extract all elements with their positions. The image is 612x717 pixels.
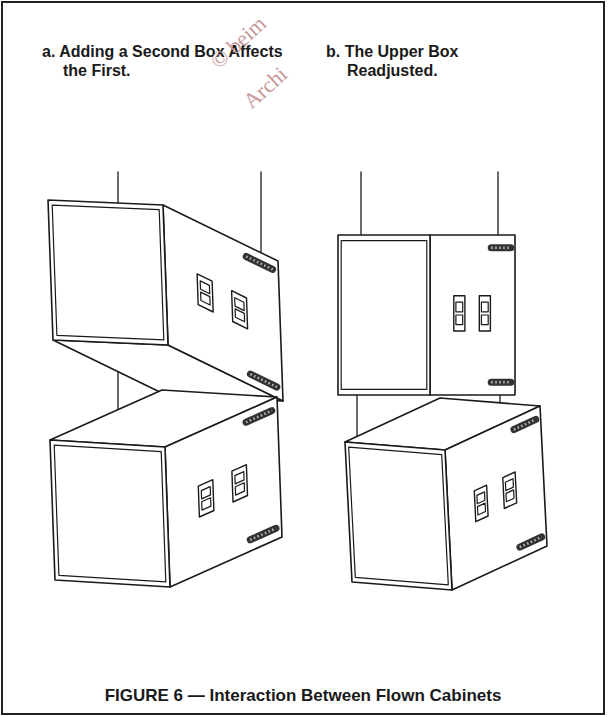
cabinet-side [163, 205, 283, 401]
panel-heading: b. The Upper Box Readjusted. [326, 42, 527, 80]
port-slot [200, 281, 210, 294]
speaker-cabinet [50, 390, 282, 587]
speaker-cabinet [48, 200, 283, 401]
handle-bar [246, 257, 272, 270]
handle-bar [520, 537, 542, 547]
cabinet-front [50, 440, 170, 587]
handle-bar [514, 419, 536, 429]
handle-grip [250, 528, 276, 540]
figure-frame [2, 2, 604, 714]
port-slot [202, 498, 211, 510]
handle-grip [246, 411, 272, 423]
speaker-cabinet [345, 398, 547, 590]
port-slot [456, 315, 463, 325]
port-plate [479, 296, 490, 331]
handle-bar [491, 244, 511, 251]
port-slot [477, 492, 485, 504]
port-slot [235, 483, 244, 495]
speaker-cabinet [338, 235, 515, 395]
handle-grip [514, 419, 536, 429]
handle-grip [250, 374, 276, 387]
rigging-line [260, 172, 261, 262]
handle-bar [491, 379, 511, 386]
port-slot [456, 302, 463, 312]
grille-frame [52, 205, 164, 340]
handle-grip [520, 537, 542, 547]
grille-frame [349, 447, 449, 585]
rigging-line [117, 172, 118, 205]
port-slot [235, 298, 245, 311]
port-slot [481, 315, 488, 325]
rigging-line [497, 172, 498, 236]
port-plate [454, 296, 465, 331]
port-slot [506, 490, 514, 502]
handle-bar [246, 411, 272, 423]
watermark: © beim [205, 11, 272, 75]
port-plate [232, 291, 248, 329]
port-plate [474, 485, 488, 522]
handle-bar [250, 528, 276, 540]
port-slot [201, 487, 210, 499]
handle-grip [491, 381, 511, 384]
port-slot [505, 479, 513, 491]
port-plate [232, 465, 248, 502]
cabinet-side [430, 235, 515, 395]
handle-grip [491, 247, 511, 250]
cabinet-side [445, 406, 547, 590]
port-plate [198, 480, 214, 517]
cabinet-front [338, 235, 430, 395]
handle-grip [246, 257, 272, 270]
port-plate [197, 274, 213, 312]
grille-frame [341, 241, 427, 390]
grille-frame [54, 445, 166, 582]
port-slot [478, 503, 486, 515]
port-slot [201, 292, 211, 305]
cabinet-side [165, 397, 282, 587]
port-slot [481, 302, 488, 312]
port-plate [503, 472, 517, 509]
handle-bar [250, 374, 276, 387]
rigging-line [360, 172, 361, 236]
cabinet-front [345, 442, 452, 590]
port-slot [235, 472, 244, 484]
cabinet-front [48, 200, 168, 345]
port-slot [235, 309, 245, 322]
figure-caption: FIGURE 6 — Interaction Between Flown Cab… [105, 686, 502, 706]
watermark: Archi [238, 61, 293, 114]
